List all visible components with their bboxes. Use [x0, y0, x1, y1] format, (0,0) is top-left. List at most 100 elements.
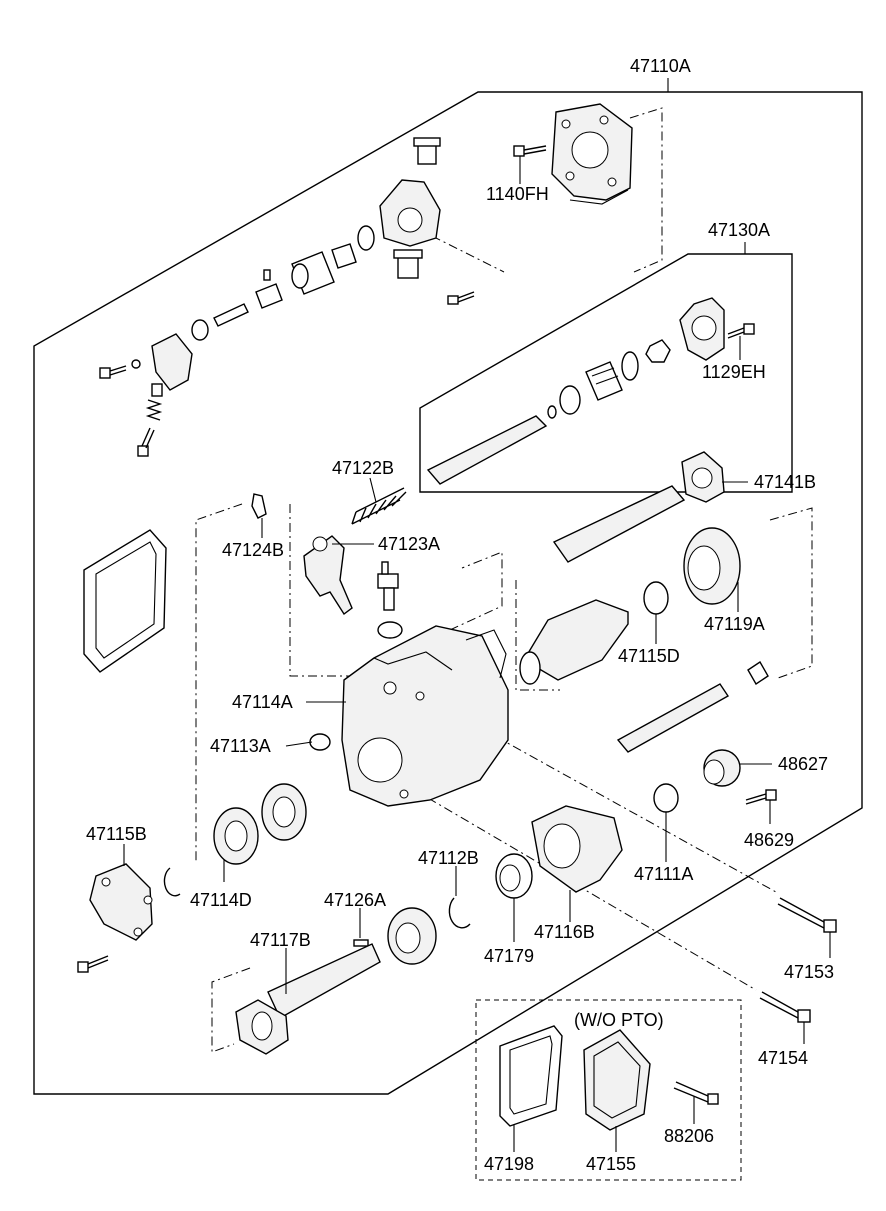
bolt-lever: [99, 365, 127, 379]
dash-output-shaft: [211, 967, 251, 1053]
label-47119A: 47119A: [704, 614, 765, 634]
spring-47122B: [351, 487, 407, 525]
label-47115B: 47115B: [86, 824, 147, 844]
seal-47179-inner: [499, 864, 521, 892]
shift-rod-47130A: [426, 415, 548, 485]
cover-47155: [583, 1029, 651, 1131]
label-47113A: 47113A: [210, 736, 271, 756]
seal-47111A: [653, 783, 679, 813]
output-gear-47117B: [235, 999, 289, 1055]
label-47126A: 47126A: [324, 890, 386, 910]
shift-fork-47123A: [303, 535, 353, 616]
leader-47122B: [369, 477, 377, 503]
shift-lever: [151, 333, 193, 391]
dash-top-line: [431, 235, 505, 273]
top-cover-plate: [551, 103, 633, 205]
label-1129EH: 1129EH: [702, 362, 766, 382]
switch-sensor: [377, 561, 399, 611]
label-47130A: 47130A: [708, 220, 770, 240]
subassembly-boundary-47130A: [419, 253, 793, 493]
label-47111A: 47111A: [634, 864, 693, 884]
gear-47141B: [681, 451, 725, 503]
sleeve-large-end: [291, 263, 309, 289]
bushing-small: [191, 319, 209, 341]
dash-diag-bolt-47154: [427, 797, 757, 991]
detent-pin-47124B: [251, 493, 267, 519]
label-47110A: 47110A: [630, 56, 691, 76]
ball-detent: [151, 383, 163, 397]
label-48629: 48629: [744, 830, 794, 850]
gasket-47198: [499, 1025, 563, 1127]
snap-ring-left: [163, 867, 181, 897]
bolt-cover-47115B: [77, 955, 109, 973]
clip-47130A: [547, 405, 557, 419]
bearing-47114D-a-inner: [224, 820, 248, 852]
label-88206: 88206: [664, 1126, 714, 1146]
washer-lever: [131, 359, 141, 369]
label-47154: 47154: [758, 1048, 808, 1068]
label-47115D: 47115D: [618, 646, 680, 666]
bolt-detent-lower: [137, 427, 155, 457]
bolt-88206: [673, 1081, 719, 1105]
dash-group-gear: [515, 580, 560, 691]
label-47112B: 47112B: [418, 848, 479, 868]
bearing-47126A-inner: [395, 922, 421, 954]
plug-lower: [747, 661, 769, 685]
label-47198: 47198: [484, 1154, 534, 1174]
key-small: [263, 269, 271, 281]
output-shaft-47117B: [267, 943, 381, 1019]
label-47153: 47153: [784, 962, 834, 982]
label-47179: 47179: [484, 946, 534, 966]
o-ring-upper: [357, 225, 375, 251]
bearing-47115D: [643, 581, 669, 615]
washer-47130A: [559, 385, 581, 415]
shift-rod-small: [213, 303, 249, 327]
label-47116B: 47116B: [534, 922, 595, 942]
main-housing-47114A: [341, 625, 509, 807]
nut-47130A: [645, 339, 671, 363]
bolt-1140FH: [513, 145, 547, 176]
leader-47113A: [285, 741, 313, 747]
dash-group-fork: [289, 504, 503, 677]
label-47124B: 47124B: [222, 540, 284, 560]
gasket-washer: [377, 621, 403, 639]
label-47114D: 47114D: [190, 890, 252, 910]
assembly-boundary: [33, 91, 863, 1095]
label-47117B: 47117B: [250, 930, 311, 950]
rear-housing-47116B: [531, 805, 623, 893]
label-wo-pto: (W/O PTO): [574, 1010, 664, 1030]
label-47141B: 47141B: [754, 472, 816, 492]
gear-47119A: [683, 527, 741, 605]
label-47114A: 47114A: [232, 692, 293, 712]
key-47126A: [353, 939, 369, 947]
plug-47113A: [309, 733, 331, 751]
label-47155: 47155: [586, 1154, 636, 1174]
sleeve-upper: [331, 243, 357, 269]
bolt-47153: [777, 897, 837, 933]
bolt-48629: [745, 789, 777, 805]
o-ring-47130A: [621, 351, 639, 381]
shaft-47141B: [552, 485, 686, 563]
bolt-47154: [759, 991, 811, 1023]
shift-rail-lower: [616, 683, 730, 753]
dash-group-gear-right: [769, 507, 813, 679]
detent-spring: [145, 399, 163, 421]
detent-housing: [379, 137, 441, 279]
pto-cover-47130A: [679, 297, 725, 361]
wo-pto-box: [475, 999, 742, 1181]
input-gear-shaft: [519, 599, 629, 685]
label-48627: 48627: [778, 754, 828, 774]
snap-ring-47112B: [448, 897, 471, 929]
label-1140FH: 1140FH: [486, 184, 549, 204]
gasket-left: [83, 529, 167, 673]
bolt-1129EH: [727, 323, 755, 339]
label-47123A: 47123A: [378, 534, 440, 554]
bolt-top-small: [447, 291, 475, 305]
bushing-48627: [703, 749, 741, 787]
cover-47115B: [89, 863, 153, 941]
dash-group-top-cover: [629, 107, 663, 273]
label-47122B: 47122B: [332, 458, 394, 478]
coupler-small: [255, 283, 283, 309]
